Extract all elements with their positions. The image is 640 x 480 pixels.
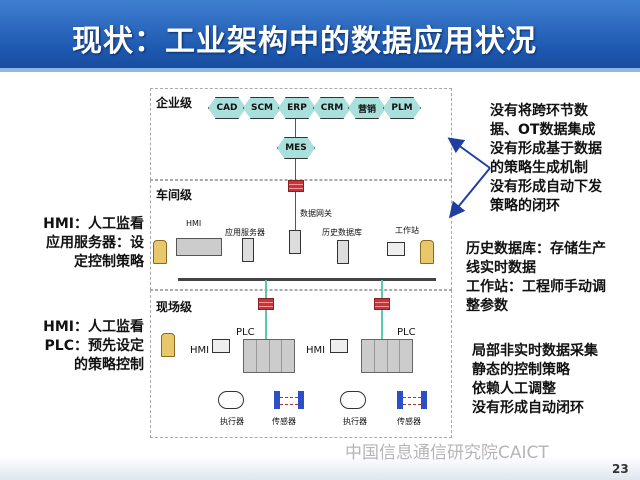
engineer-icon [420, 240, 434, 264]
note-line: 工作站：工程师手动调 [466, 279, 606, 295]
right-note-field: 局部非实时数据采集 静态的控制策略 依赖人工调整 没有形成自动闭环 [472, 342, 598, 418]
workshop-level-label: 车间级 [156, 188, 193, 202]
note-line: HMI：人工监看 [43, 216, 144, 232]
laptop-icon [330, 339, 348, 353]
note-line: HMI：人工监看 [43, 319, 144, 335]
app-server-label: 应用服务器 [225, 228, 265, 237]
note-line: 依赖人工调整 [472, 381, 556, 397]
note-line: 没有将跨环节数 [490, 103, 588, 119]
firewall-icon [258, 298, 274, 310]
note-line: 没有形成自动闭环 [472, 400, 584, 416]
hmi-label: HMI [306, 345, 326, 356]
firewall-icon [374, 298, 390, 310]
operator-icon [153, 240, 167, 264]
gateway-server-icon [289, 230, 301, 254]
enterprise-level-label: 企业级 [156, 96, 193, 110]
system-plm: PLM [383, 97, 421, 119]
enterprise-level-frame [150, 88, 452, 180]
note-line: 线实时数据 [466, 260, 536, 276]
system-mes: MES [277, 137, 315, 159]
sensor-label: 传感器 [272, 417, 296, 426]
system-cad: CAD [208, 97, 246, 119]
note-line: 局部非实时数据采集 [472, 343, 598, 359]
plc-label: PLC [236, 327, 255, 338]
bracket-arrow-icon [447, 137, 491, 219]
note-line: 没有形成基于数据 [490, 141, 602, 157]
sensor-icon [397, 391, 427, 409]
note-line: PLC：预先设定 [44, 338, 144, 354]
actuator-icon [340, 391, 366, 409]
note-line: 的策略生成机制 [490, 160, 588, 176]
link-line [265, 280, 267, 360]
historian-server-icon [337, 240, 349, 264]
sensor-label: 传感器 [397, 417, 421, 426]
note-line: 定控制策略 [74, 254, 144, 270]
actuator-label: 执行器 [220, 417, 244, 426]
system-erp: ERP [278, 97, 316, 119]
hmi-label: HMI [190, 345, 210, 356]
note-line: 的策略控制 [74, 357, 144, 373]
network-bus [178, 278, 436, 281]
historian-label: 历史数据库 [322, 228, 362, 237]
gateway-label: 数据网关 [300, 209, 332, 218]
note-line: 据、OT数据集成 [490, 122, 596, 138]
system-crm: CRM [313, 97, 351, 119]
system-scm: SCM [243, 97, 281, 119]
hmi-console-icon [176, 238, 222, 256]
link-line [381, 280, 383, 360]
note-line: 静态的控制策略 [472, 362, 570, 378]
sensor-icon [274, 391, 304, 409]
title-bar [0, 0, 640, 72]
left-note-field: HMI：人工监看 PLC：预先设定 的策略控制 [4, 318, 144, 375]
field-level-label: 现场级 [156, 300, 193, 314]
hmi-label: HMI [186, 219, 202, 228]
right-note-workshop: 历史数据库：存储生产 线实时数据 工作站：工程师手动调 整参数 [466, 240, 606, 316]
system-marketing: 营销 [348, 97, 386, 119]
slide-title: 现状：工业架构中的数据应用状况 [72, 24, 537, 59]
note-line: 历史数据库：存储生产 [466, 241, 606, 257]
watermark: 中国信息通信研究院CAICT [345, 443, 549, 463]
plc-icon [361, 339, 413, 373]
plc-label: PLC [397, 327, 416, 338]
left-note-workshop: HMI：人工监看 应用服务器：设 定控制策略 [4, 215, 144, 272]
operator-icon [161, 333, 175, 357]
workstation-icon [387, 242, 405, 256]
footer-bar [0, 456, 640, 480]
note-line: 应用服务器：设 [46, 235, 144, 251]
field-level-frame [150, 290, 452, 438]
firewall-icon [288, 180, 304, 192]
plc-icon [243, 339, 295, 373]
laptop-icon [212, 339, 230, 353]
actuator-icon [218, 391, 244, 409]
page-number: 23 [612, 462, 629, 476]
right-note-enterprise: 没有将跨环节数 据、OT数据集成 没有形成基于数据 的策略生成机制 没有形成自动… [490, 102, 602, 216]
actuator-label: 执行器 [343, 417, 367, 426]
note-line: 没有形成自动下发 [490, 179, 602, 195]
workstation-label: 工作站 [395, 226, 419, 235]
note-line: 策略的闭环 [490, 198, 560, 214]
note-line: 整参数 [466, 298, 508, 314]
app-server-icon [242, 238, 254, 262]
